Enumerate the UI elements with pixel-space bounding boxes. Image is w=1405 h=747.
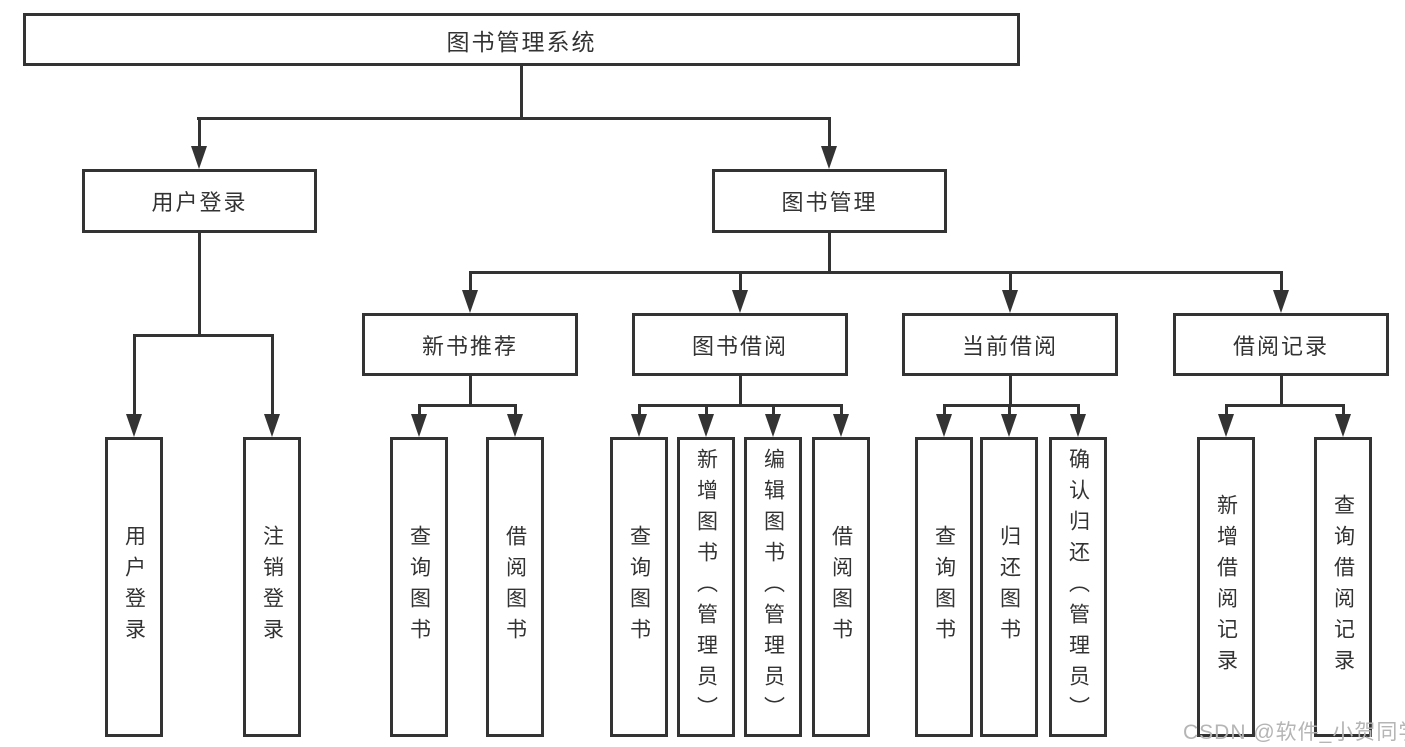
edge-line: [133, 334, 274, 337]
edge-line: [197, 117, 831, 120]
edge-arrowhead: [126, 414, 142, 437]
edge-arrowhead: [1002, 290, 1018, 313]
edge-line: [133, 334, 136, 416]
leaf-query-borrow-record: 查询借阅记录: [1314, 437, 1372, 737]
edge-line: [739, 271, 742, 293]
leaf-user-login: 用户登录: [105, 437, 163, 737]
edge-line: [943, 404, 1080, 407]
node-label: 查询图书: [627, 525, 651, 649]
edge-line: [828, 233, 831, 274]
leaf-add-borrow-record: 新增借阅记录: [1197, 437, 1255, 737]
leaf-current-query-books: 查询图书: [915, 437, 973, 737]
leaf-return-books: 归还图书: [980, 437, 1038, 737]
node-label: 查询图书: [407, 525, 431, 649]
edge-line: [705, 404, 708, 417]
edge-line: [1342, 404, 1345, 417]
node-label: 确认归还（管理员）: [1066, 447, 1090, 727]
edge-arrowhead: [936, 414, 952, 437]
edge-line: [638, 404, 641, 417]
edge-line: [198, 117, 201, 149]
edge-arrowhead: [1273, 290, 1289, 313]
edge-arrowhead: [1001, 414, 1017, 437]
node-library-management-system: 图书管理系统: [23, 13, 1020, 66]
node-label: 图书借阅: [691, 333, 788, 359]
node-label: 用户登录: [151, 190, 248, 215]
edge-line: [1225, 404, 1345, 407]
node-label: 归还图书: [997, 525, 1021, 649]
edge-line: [514, 404, 517, 417]
csdn-watermark: CSDN @软件_小贺同学: [1183, 721, 1405, 744]
edge-line: [1009, 376, 1012, 407]
edge-arrowhead: [821, 146, 837, 169]
node-label: 当前借阅: [961, 333, 1058, 359]
node-book-borrowing: 图书借阅: [632, 313, 848, 376]
leaf-add-book-admin: 新增图书（管理员）: [677, 437, 735, 737]
node-label: 用户登录: [122, 525, 146, 649]
edge-line: [1280, 271, 1283, 293]
edge-line: [739, 376, 742, 407]
node-label: 编辑图书（管理员）: [761, 447, 785, 727]
leaf-borrowing-borrow-books: 借阅图书: [812, 437, 870, 737]
node-label: 借阅图书: [503, 525, 527, 649]
edge-line: [520, 64, 523, 119]
edge-line: [828, 117, 831, 149]
edge-line: [638, 404, 843, 407]
edge-line: [469, 271, 472, 293]
edge-arrowhead: [191, 146, 207, 169]
edge-arrowhead: [698, 414, 714, 437]
edge-line: [1009, 271, 1012, 293]
edge-arrowhead: [732, 290, 748, 313]
edge-line: [1225, 404, 1228, 417]
edge-arrowhead: [631, 414, 647, 437]
edge-arrowhead: [462, 290, 478, 313]
node-label: 新书推荐: [421, 333, 518, 359]
edge-line: [1077, 404, 1080, 417]
node-label: 借阅图书: [829, 525, 853, 649]
leaf-edit-book-admin: 编辑图书（管理员）: [744, 437, 802, 737]
node-label: 新增图书（管理员）: [694, 447, 718, 727]
edge-line: [772, 404, 775, 417]
leaf-confirm-return-admin: 确认归还（管理员）: [1049, 437, 1107, 737]
edge-line: [1280, 376, 1283, 407]
leaf-recommend-borrow-books: 借阅图书: [486, 437, 544, 737]
edge-arrowhead: [264, 414, 280, 437]
edge-arrowhead: [1070, 414, 1086, 437]
edge-arrowhead: [1335, 414, 1351, 437]
node-label: 借阅记录: [1232, 333, 1329, 359]
edge-line: [418, 404, 421, 417]
edge-line: [840, 404, 843, 417]
node-label: 查询图书: [932, 525, 956, 649]
edge-line: [1008, 404, 1011, 417]
edge-line: [469, 376, 472, 407]
edge-arrowhead: [411, 414, 427, 437]
node-label: 图书管理: [781, 190, 878, 215]
leaf-logout: 注销登录: [243, 437, 301, 737]
edge-line: [198, 233, 201, 337]
edge-line: [271, 334, 274, 416]
edge-arrowhead: [507, 414, 523, 437]
node-book-management: 图书管理: [712, 169, 947, 233]
node-label: 注销登录: [260, 525, 284, 649]
edge-arrowhead: [833, 414, 849, 437]
edge-line: [418, 404, 517, 407]
node-borrowing-records: 借阅记录: [1173, 313, 1389, 376]
edge-arrowhead: [1218, 414, 1234, 437]
node-new-book-recommend: 新书推荐: [362, 313, 578, 376]
node-label: 新增借阅记录: [1214, 494, 1238, 680]
leaf-recommend-query-books: 查询图书: [390, 437, 448, 737]
node-label: 图书管理系统: [446, 28, 597, 55]
edge-line: [469, 271, 1283, 274]
edge-arrowhead: [765, 414, 781, 437]
node-user-login: 用户登录: [82, 169, 317, 233]
node-current-borrowing: 当前借阅: [902, 313, 1118, 376]
leaf-borrowing-query-books: 查询图书: [610, 437, 668, 737]
node-label: 查询借阅记录: [1331, 494, 1355, 680]
edge-line: [943, 404, 946, 417]
